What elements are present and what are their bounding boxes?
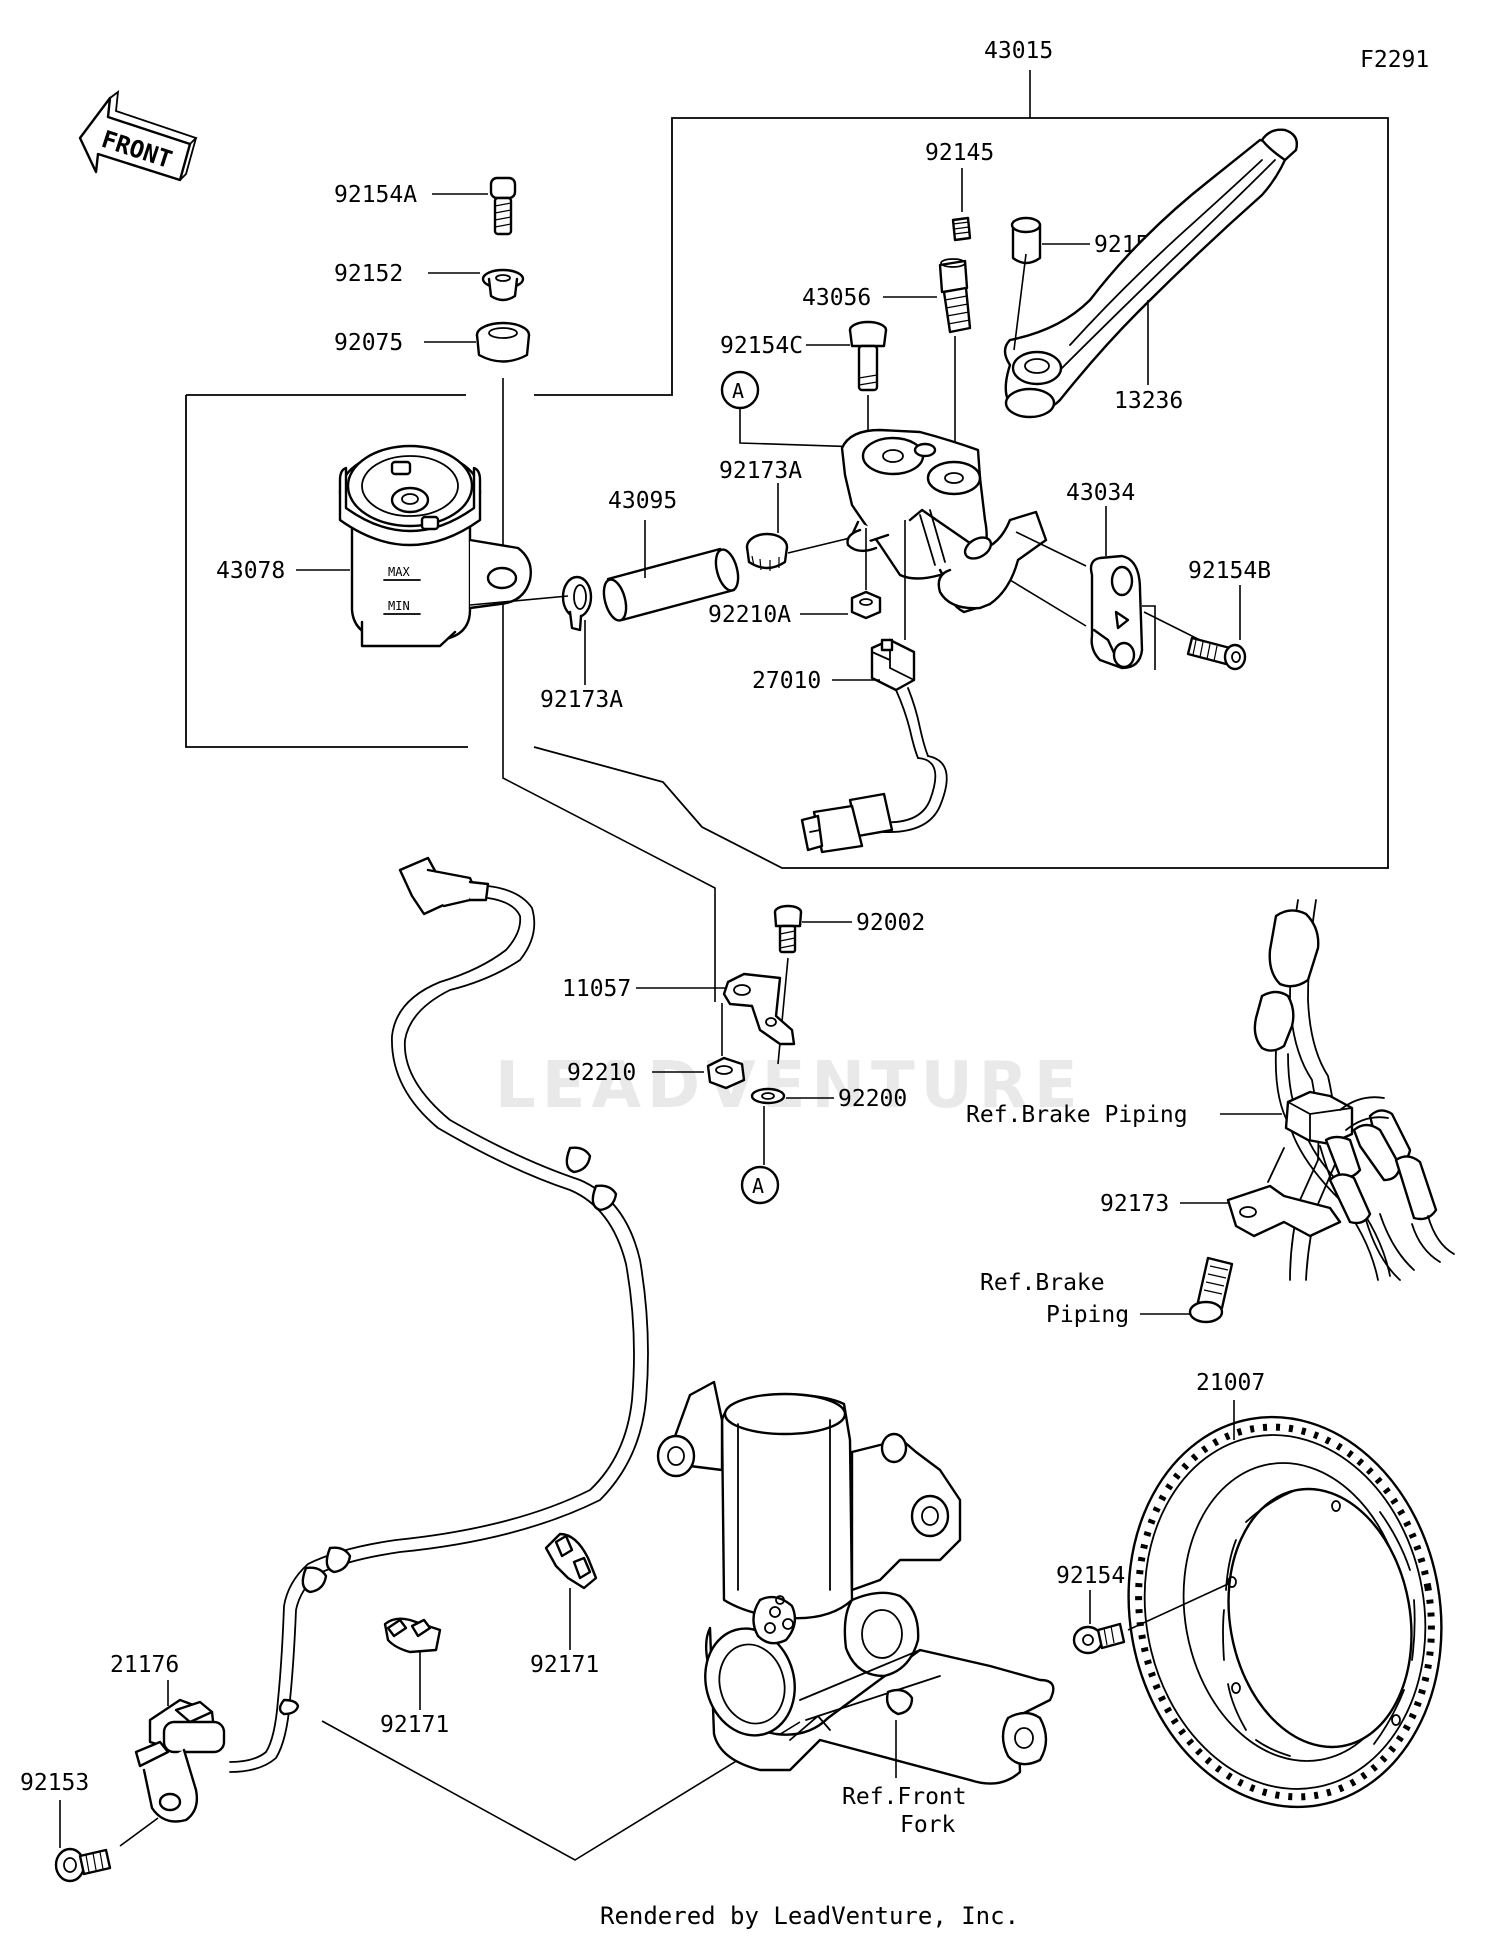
callout-92200[interactable]: 92200: [838, 1086, 907, 1112]
bolt-92154A[interactable]: [489, 176, 517, 236]
fitting-43056[interactable]: [938, 258, 972, 334]
hose-43095[interactable]: [600, 547, 742, 623]
callout-21007[interactable]: 21007: [1196, 1370, 1265, 1396]
collar-92152A[interactable]: [1010, 216, 1042, 265]
bolt-92002[interactable]: [773, 904, 803, 954]
bracket-11057[interactable]: [722, 972, 796, 1046]
callout-ref-brake-piping-2b[interactable]: Piping: [1046, 1302, 1129, 1328]
clip-92171-left[interactable]: [383, 1617, 442, 1654]
callout-92154B[interactable]: 92154B: [1188, 558, 1271, 584]
abs-sensor-21176[interactable]: [134, 1698, 226, 1823]
ref-marker-A-lower-label: A: [752, 1174, 764, 1198]
callout-92210[interactable]: 92210: [567, 1060, 636, 1086]
reservoir-max-mark: MAX: [388, 565, 410, 579]
callout-ref-brake-piping-1[interactable]: Ref.Brake Piping: [966, 1102, 1188, 1128]
callout-ref-front-fork-a[interactable]: Ref.Front: [842, 1784, 967, 1810]
callout-92173A-lower[interactable]: 92173A: [540, 687, 623, 713]
callout-11057[interactable]: 11057: [562, 976, 631, 1002]
clamp-92173A-upper[interactable]: [745, 532, 789, 571]
master-cylinder[interactable]: [840, 428, 1048, 614]
clamp-92173A-lower[interactable]: [561, 575, 593, 632]
pivot-bolt-92154C[interactable]: [848, 320, 888, 392]
callout-43056[interactable]: 43056: [802, 285, 871, 311]
callout-ref-brake-piping-2a[interactable]: Ref.Brake: [980, 1270, 1105, 1296]
callout-92171-left[interactable]: 92171: [380, 1712, 449, 1738]
callout-43034[interactable]: 43034: [1066, 480, 1135, 506]
lever-13236[interactable]: [1003, 128, 1299, 419]
front-arrow-icon: FRONT: [78, 90, 198, 182]
callout-92171-right[interactable]: 92171: [530, 1652, 599, 1678]
callout-92173[interactable]: 92173: [1100, 1191, 1169, 1217]
brake-piping: [1226, 899, 1455, 1281]
callout-92154C[interactable]: 92154C: [720, 333, 803, 359]
grommet-92075[interactable]: [475, 321, 531, 363]
nut-92210A[interactable]: [850, 590, 882, 620]
collar-92152[interactable]: [481, 268, 525, 302]
callout-92154A[interactable]: 92154A: [334, 182, 417, 208]
washer-92200[interactable]: [750, 1087, 786, 1105]
front-fork-lower: [656, 1380, 1055, 1785]
bolt-ref-brake-piping[interactable]: [1188, 1256, 1234, 1324]
callout-92152[interactable]: 92152: [334, 261, 403, 287]
callout-92173A-upper[interactable]: 92173A: [719, 458, 802, 484]
reservoir-43078[interactable]: MAX MIN: [338, 444, 532, 648]
ref-marker-A-lower: [740, 1165, 780, 1205]
bolt-92154[interactable]: [1072, 1622, 1126, 1655]
brake-switch-27010[interactable]: [800, 638, 948, 854]
callout-ref-front-fork-b[interactable]: Fork: [900, 1812, 956, 1838]
bolt-92153[interactable]: [54, 1847, 112, 1883]
nut-92210[interactable]: [706, 1056, 746, 1090]
callout-27010[interactable]: 27010: [752, 668, 821, 694]
abs-rotor-21007[interactable]: [1098, 1392, 1471, 1832]
ref-marker-A-upper-label: A: [732, 379, 744, 403]
footer-credit: Rendered by LeadVenture, Inc.: [600, 1902, 1019, 1930]
clip-92171-right[interactable]: [544, 1532, 598, 1590]
figure-code: F2291: [1360, 47, 1429, 73]
set-screw-92145[interactable]: [951, 216, 972, 242]
callout-92145[interactable]: 92145: [925, 140, 994, 166]
watermark-text: LEADVENTURE: [495, 1049, 1084, 1123]
assembly-frame-43015: [185, 70, 1389, 869]
callout-92153[interactable]: 92153: [20, 1770, 89, 1796]
clamp-43034[interactable]: [1089, 554, 1144, 670]
reservoir-min-mark: MIN: [388, 599, 410, 613]
callout-43015[interactable]: 43015: [984, 38, 1053, 64]
bolt-92154B[interactable]: [1186, 636, 1247, 671]
abs-sensor-cable: [229, 856, 801, 1861]
callout-21176[interactable]: 21176: [110, 1652, 179, 1678]
callout-92210A[interactable]: 92210A: [708, 602, 791, 628]
callout-43078[interactable]: 43078: [216, 558, 285, 584]
callout-92075[interactable]: 92075: [334, 330, 403, 356]
callout-43095[interactable]: 43095: [608, 488, 677, 514]
callout-92002[interactable]: 92002: [856, 910, 925, 936]
callout-92154[interactable]: 92154: [1056, 1563, 1125, 1589]
callout-13236[interactable]: 13236: [1114, 388, 1183, 414]
